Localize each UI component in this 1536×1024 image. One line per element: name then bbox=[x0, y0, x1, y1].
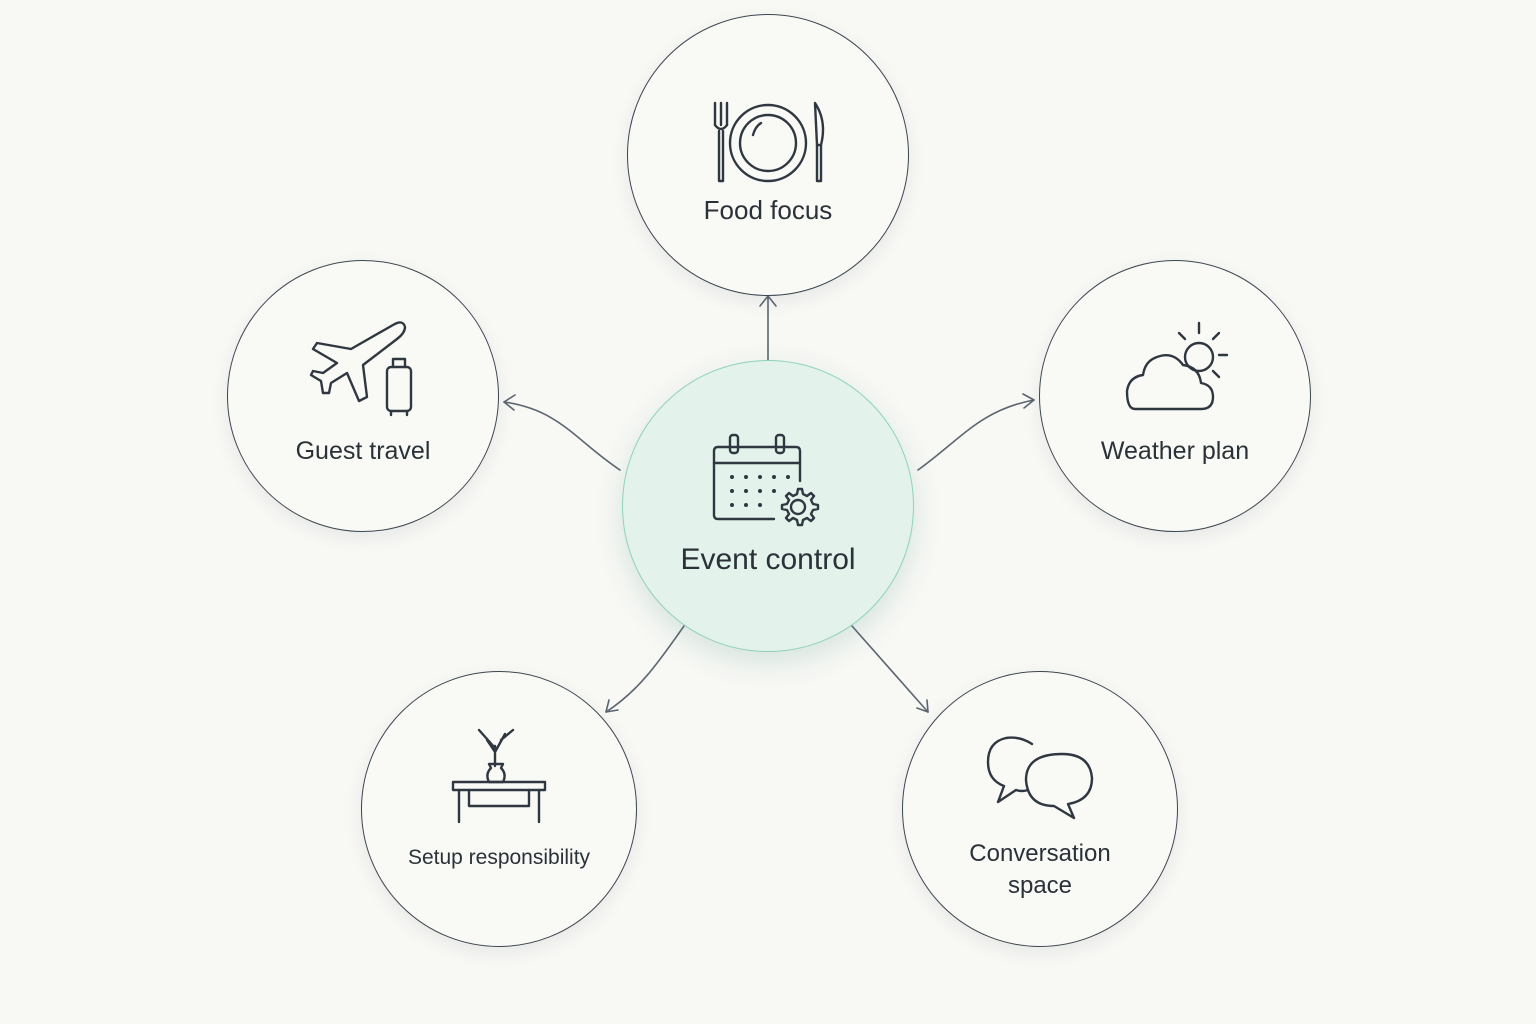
arrow-to-weather-plan bbox=[917, 399, 1035, 471]
calendar-gear-icon bbox=[712, 431, 824, 531]
table-vase-icon bbox=[449, 726, 549, 824]
arrow-to-conversation-space bbox=[851, 625, 929, 713]
arrow-to-setup-responsibility bbox=[605, 625, 685, 713]
conversation-space-label: Conversation space bbox=[903, 838, 1177, 902]
speech-bubbles-icon bbox=[984, 734, 1096, 822]
node-conversation-space[interactable]: Conversation space bbox=[902, 671, 1178, 947]
cloud-sun-icon bbox=[1115, 319, 1235, 415]
food-focus-label: Food focus bbox=[703, 195, 833, 225]
event-control-label: Event control bbox=[680, 543, 856, 576]
plate-cutlery-icon bbox=[703, 99, 833, 187]
node-guest-travel[interactable]: Guest travel bbox=[227, 260, 499, 532]
weather-plan-label: Weather plan bbox=[1100, 437, 1250, 465]
guest-travel-label: Guest travel bbox=[295, 437, 431, 465]
setup-responsibility-label: Setup responsibility bbox=[407, 846, 591, 869]
conversation-label-line1: Conversation bbox=[969, 840, 1111, 867]
node-weather-plan[interactable]: Weather plan bbox=[1039, 260, 1311, 532]
node-event-control[interactable]: Event control bbox=[622, 360, 914, 652]
airplane-luggage-icon bbox=[305, 317, 421, 417]
node-setup-responsibility[interactable]: Setup responsibility bbox=[361, 671, 637, 947]
arrow-to-guest-travel bbox=[503, 401, 621, 471]
conversation-label-line2: space bbox=[1007, 872, 1073, 899]
node-food-focus[interactable]: Food focus bbox=[627, 14, 909, 296]
